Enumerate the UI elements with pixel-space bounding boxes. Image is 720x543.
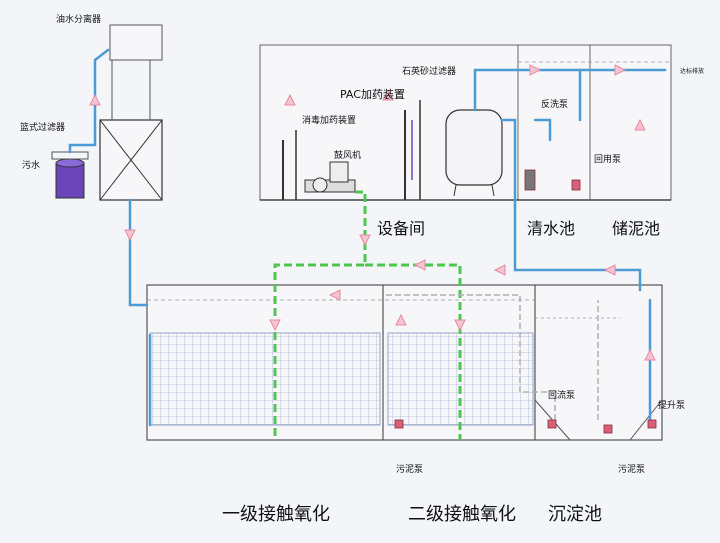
stage1-label: 一级接触氧化 — [222, 504, 330, 525]
pumps — [394, 169, 657, 434]
basket-filter-label: 篮式过滤器 — [20, 123, 66, 133]
sludge-pump-2-label: 污泥泵 — [618, 465, 646, 475]
return-flow-pump-label: 回流泵 — [548, 391, 576, 401]
oil-separator-label: 油水分离器 — [56, 15, 102, 25]
sludge-pump-1-label: 污泥泵 — [396, 465, 424, 475]
quartz-filter-label: 石英砂过滤器 — [402, 67, 457, 77]
lift-pump-icon — [647, 419, 657, 429]
basket-filter — [51, 151, 89, 199]
return-pump-icon — [571, 179, 581, 191]
lift-pump-label: 提升泵 — [658, 401, 686, 411]
blower — [304, 161, 356, 193]
clear-pool-label: 清水池 — [527, 219, 576, 238]
settling-label: 沉淀池 — [548, 504, 602, 525]
equipment-room-label: 设备间 — [377, 219, 426, 238]
oil-separator — [99, 24, 163, 201]
sludge-pump-2-icon — [603, 424, 613, 434]
backwash-pump-icon — [524, 169, 536, 191]
dosing-units — [282, 100, 421, 200]
discharge-label: 达标排放 — [680, 68, 705, 75]
pac-dosing-label: PAC加药装置 — [340, 88, 405, 101]
blower-label: 鼓风机 — [334, 151, 362, 161]
return-lines — [385, 294, 599, 420]
sludge-pump-1-icon — [394, 419, 404, 429]
main-tank — [146, 284, 663, 441]
quartz-sand-filter — [445, 109, 503, 197]
sewage-label: 污水 — [22, 161, 41, 171]
sludge-pool-label: 储泥池 — [612, 219, 661, 238]
backwash-pump-label: 反洗泵 — [541, 100, 569, 110]
disinfect-dosing-label: 消毒加药装置 — [302, 116, 357, 126]
return-pump-label: 回用泵 — [594, 155, 622, 165]
return-flow-pump-icon — [547, 419, 557, 429]
flow-arrows — [89, 64, 656, 361]
stage2-label: 二级接触氧化 — [408, 504, 516, 525]
